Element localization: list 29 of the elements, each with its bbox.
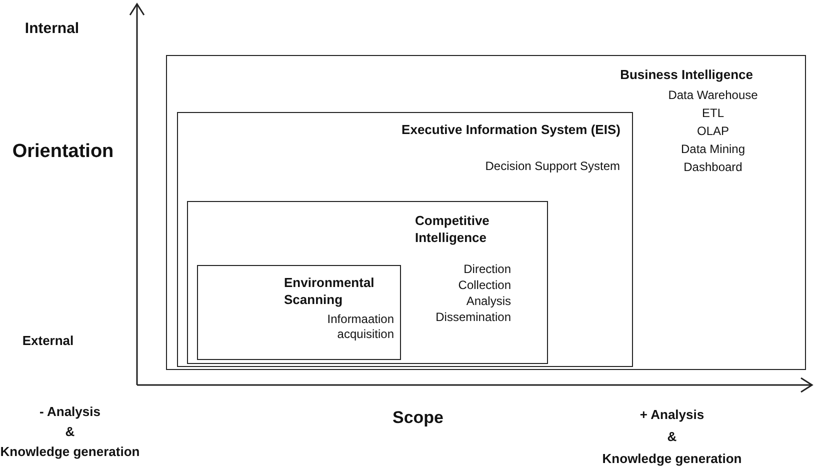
nested-box	[166, 55, 806, 370]
axis-label: - Analysis	[40, 403, 100, 421]
box-item: Data Warehouse	[667, 88, 759, 103]
axis-label: &	[667, 428, 677, 446]
nested-box	[187, 201, 548, 364]
box-item: Collection	[457, 278, 511, 293]
axis-label: &	[65, 423, 75, 441]
box-item: Informaation acquisition	[326, 312, 394, 342]
axis-label: Knowledge generation	[0, 443, 140, 461]
box-title: Executive Information System (EIS)	[400, 121, 622, 138]
box-item: Analysis	[465, 294, 511, 309]
box-title: Environmental Scanning	[284, 274, 376, 308]
axis-label: Internal	[24, 19, 80, 39]
box-item: Dissemination	[434, 310, 511, 325]
axis-label: Orientation	[12, 140, 114, 164]
nested-box	[177, 112, 633, 367]
nested-box	[197, 265, 401, 360]
box-item: Dashboard	[682, 160, 744, 175]
axis-label: Scope	[392, 407, 444, 429]
axis-label: + Analysis	[640, 406, 704, 424]
box-item: ETL	[700, 106, 725, 121]
axis-label: External	[22, 332, 74, 350]
box-item: Decision Support System	[484, 159, 620, 174]
axis-label: Knowledge generation	[602, 450, 742, 468]
box-title: Competitive Intelligence	[415, 212, 490, 246]
box-item: Direction	[462, 262, 511, 277]
box-item: OLAP	[696, 124, 730, 139]
box-title: Business Intelligence	[619, 66, 753, 83]
box-item: Data Mining	[680, 142, 746, 157]
